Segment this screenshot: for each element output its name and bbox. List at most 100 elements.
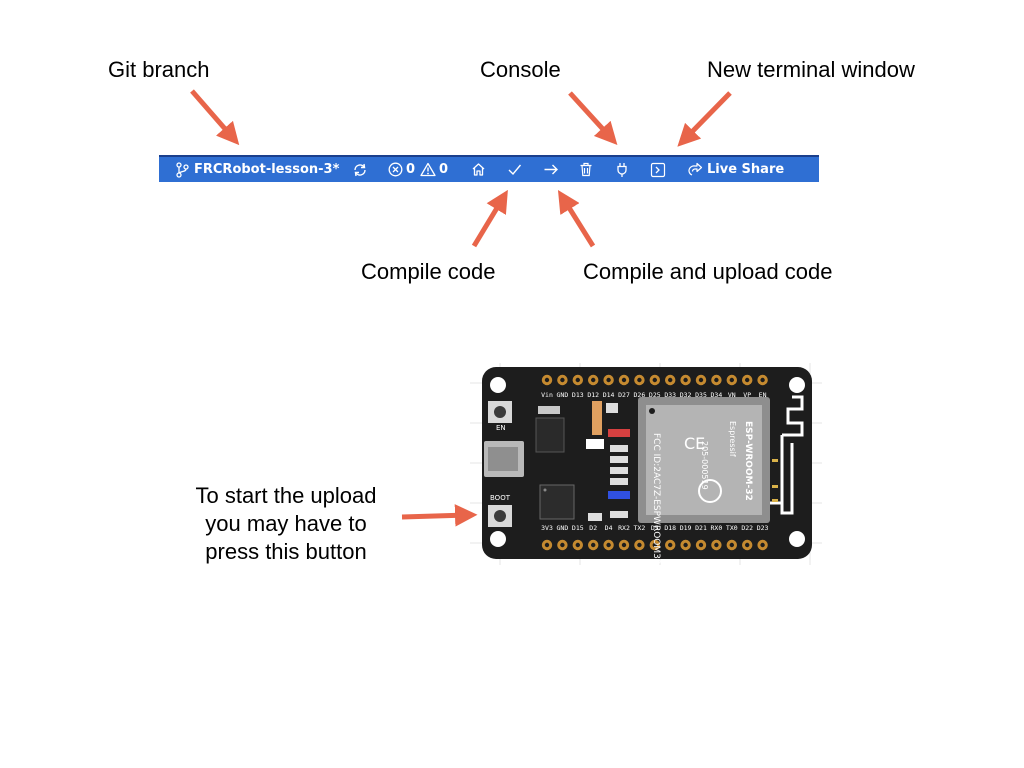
top-header-pin-label: D14: [603, 391, 615, 399]
new-terminal-callout: New terminal window: [707, 57, 915, 82]
arrow-right-icon: [543, 162, 559, 177]
compile-button[interactable]: [507, 157, 522, 182]
bottom-header-pin-hole: [668, 542, 673, 548]
bottom-header-pin-hole: [683, 542, 688, 548]
bottom-header-pin-label: D2: [589, 524, 597, 532]
bottom-header-pin-hole: [621, 542, 627, 548]
bottom-header-pin-label: D21: [695, 524, 707, 532]
module-id: 205-000519: [700, 441, 709, 490]
bottom-header-pin-label: D15: [572, 524, 584, 532]
top-header-pin-label: D35: [695, 391, 707, 399]
warning-icon: [420, 162, 436, 177]
bottom-header-pin-hole: [714, 542, 719, 548]
top-header-pin-label: VP: [743, 391, 751, 399]
top-header-pin-hole: [575, 377, 580, 383]
bottom-header-pin-label: 3V3: [541, 524, 553, 532]
plug-icon: [615, 162, 629, 178]
bottom-header-pin-hole: [575, 542, 580, 548]
check-icon: [507, 162, 522, 177]
git-branch-icon: [175, 161, 189, 178]
top-header-pin-label: D12: [587, 391, 599, 399]
bottom-header-pin-hole: [606, 542, 611, 548]
new-terminal-button[interactable]: [650, 157, 666, 182]
error-count: 0: [406, 162, 416, 177]
arrow-compile-code: [471, 189, 508, 248]
error-icon: [388, 162, 403, 177]
bottom-header-pin-hole: [652, 542, 657, 548]
status-bar: FRCRobot-lesson-3* 0 0: [159, 155, 819, 182]
top-header-pin-label: D34: [711, 391, 723, 399]
terminal-icon: [650, 162, 666, 178]
bottom-header-pin-hole: [698, 542, 704, 548]
console-button[interactable]: [615, 157, 629, 182]
arrow-console: [568, 91, 618, 146]
home-button[interactable]: [471, 157, 486, 182]
arrow-compile-upload: [557, 189, 596, 248]
bottom-header-pin-hole: [591, 542, 596, 548]
branch-name: FRCRobot-lesson-3*: [194, 162, 340, 177]
top-header-pin-label: D13: [572, 391, 584, 399]
bottom-header-pin-label: GND: [557, 524, 569, 532]
espressif-logo: [698, 479, 722, 503]
top-header-pin-label: D27: [618, 391, 630, 399]
live-share-button[interactable]: Live Share: [686, 157, 784, 182]
status-led: [608, 491, 630, 499]
live-share-icon: [686, 162, 703, 177]
mounting-hole: [789, 377, 805, 393]
bottom-header-pin-label: TX0: [726, 524, 738, 532]
mounting-hole: [789, 531, 805, 547]
mounting-hole: [490, 531, 506, 547]
top-header-pin-hole: [560, 377, 565, 383]
voltage-regulator: [535, 417, 565, 453]
top-header-pin-hole: [683, 377, 688, 383]
top-header-pin-hole: [729, 377, 734, 383]
top-header-pin-hole: [621, 377, 627, 383]
boot-caption-line: To start the upload: [195, 483, 377, 508]
bottom-header-pin-hole: [560, 542, 565, 548]
bottom-header-pin-label: TX2: [634, 524, 646, 532]
clean-button[interactable]: [579, 157, 593, 182]
sync-button[interactable]: [352, 157, 368, 182]
top-header-pin-label: Vin: [541, 391, 553, 399]
capacitor: [592, 401, 602, 435]
upload-button[interactable]: [543, 157, 559, 182]
warning-count: 0: [439, 162, 449, 177]
ce-mark: CE: [684, 434, 705, 453]
sync-icon: [352, 162, 368, 178]
live-share-label: Live Share: [707, 162, 785, 177]
top-header-pin-hole: [591, 377, 596, 383]
top-header-pin-label: D26: [634, 391, 646, 399]
boot-label: BOOT: [490, 494, 511, 502]
module-brand: Espressif: [728, 421, 737, 457]
top-header-pin-hole: [606, 377, 611, 383]
top-header-pin-hole: [668, 377, 673, 383]
boot-button-caption: To start the upload you may have to pres…: [178, 482, 394, 566]
top-header-pin-hole: [760, 377, 765, 383]
bottom-header-pin-hole: [745, 542, 750, 548]
top-header-pin-hole: [544, 377, 550, 383]
top-header-pin-hole: [652, 377, 657, 383]
boot-caption-line: you may have to: [205, 511, 367, 536]
trash-icon: [579, 162, 593, 177]
arrow-new-terminal: [677, 91, 732, 147]
top-header-pin-hole: [714, 377, 719, 383]
top-header-pin-label: D32: [680, 391, 692, 399]
compile-upload-callout: Compile and upload code: [583, 259, 833, 284]
branch-indicator[interactable]: FRCRobot-lesson-3*: [175, 157, 339, 182]
top-header-pin-label: D25: [649, 391, 661, 399]
module-name: ESP-WROOM-32: [743, 421, 753, 501]
bottom-header-pin-label: D22: [741, 524, 753, 532]
pcb-antenna: [770, 395, 804, 515]
mounting-hole: [490, 377, 506, 393]
compile-code-callout: Compile code: [361, 259, 496, 284]
top-header-pin-hole: [637, 377, 642, 383]
bottom-header-pin-label: D18: [664, 524, 676, 532]
bottom-header-pin-label: D23: [757, 524, 769, 532]
top-header-pin-label: EN: [759, 391, 767, 399]
bottom-header-pin-hole: [637, 542, 642, 548]
problems-indicator[interactable]: 0 0: [388, 157, 453, 182]
